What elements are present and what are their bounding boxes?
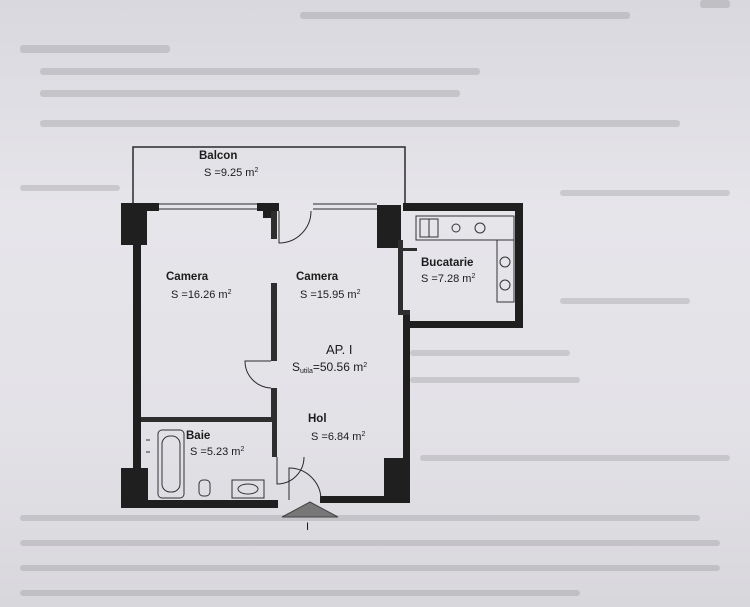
room-area-camera-1: S =16.26 m2 [171,289,232,301]
room-name-hol: Hol [308,413,327,425]
room-area-balcon: S =9.25 m2 [204,167,259,179]
entrance-label: I [306,521,310,533]
door-swings [244,210,322,501]
balcony [132,146,406,205]
room-area-baie: S =5.23 m2 [190,446,245,458]
bathroom-fixtures [146,429,265,499]
entrance-arrow [281,501,339,518]
windows [159,203,377,210]
room-name-bucatarie: Bucatarie [421,257,474,269]
room-area-camera-2: S =15.95 m2 [300,289,361,301]
exterior-walls [121,203,523,508]
room-name-baie: Baie [186,430,211,442]
apartment-usable-area: Sutila=50.56 m2 [292,360,368,375]
room-name-balcon: Balcon [199,150,238,162]
room-area-bucatarie: S =7.28 m2 [421,273,476,285]
interior-walls [141,211,417,457]
room-name-camera-2: Camera [296,271,339,283]
room-name-camera-1: Camera [166,271,209,283]
background-text [20,0,730,596]
apartment-label: AP. I [326,342,353,357]
room-area-hol: S =6.84 m2 [311,431,366,443]
kitchen-fixtures [415,215,515,303]
